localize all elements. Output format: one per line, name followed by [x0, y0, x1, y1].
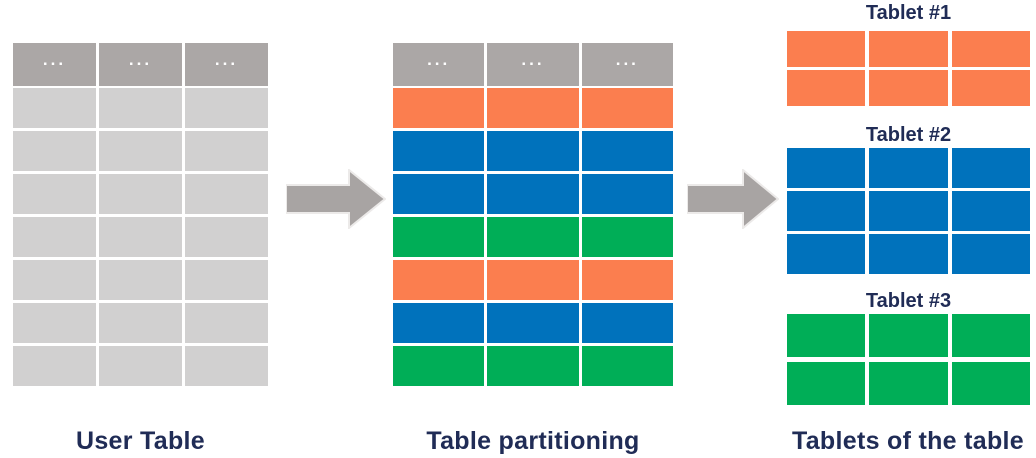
- row-cell: [487, 88, 579, 128]
- row-cell: [581, 303, 673, 343]
- tablet-cell: [951, 70, 1030, 106]
- tablet-cell: [787, 314, 866, 357]
- tablet-cell: [869, 314, 948, 357]
- partitioned-table-header: .........: [393, 43, 673, 86]
- row-cell: [393, 88, 485, 128]
- tablets-label: Tablets of the table: [792, 427, 1024, 455]
- row-cell: [487, 217, 579, 257]
- tablet-cell: [869, 148, 948, 188]
- row-cell: [99, 346, 182, 386]
- tablet-cell: [951, 362, 1030, 405]
- row-cell: [393, 217, 485, 257]
- tablet-cell: [787, 31, 866, 67]
- tablet-cell: [951, 234, 1030, 274]
- row-cell: [393, 346, 485, 386]
- row-cell: [393, 131, 485, 171]
- row-cell: [393, 174, 485, 214]
- tablet-cell: [869, 362, 948, 405]
- user-table-label: User Table: [76, 427, 205, 455]
- tablet-cell: [869, 31, 948, 67]
- header-cell: ...: [487, 43, 579, 86]
- row-cell: [487, 303, 579, 343]
- row-cell: [581, 131, 673, 171]
- row-cell: [487, 131, 579, 171]
- right-arrow-icon: [286, 169, 386, 229]
- header-cell: ...: [393, 43, 485, 86]
- partitioned-table-label: Table partitioning: [426, 427, 640, 455]
- partitioned-table-body: [393, 88, 673, 386]
- row-cell: [185, 174, 268, 214]
- row-cell: [13, 88, 96, 128]
- row-cell: [185, 260, 268, 300]
- row-cell: [99, 174, 182, 214]
- row-cell: [99, 88, 182, 128]
- header-cell: ...: [185, 43, 268, 86]
- row-cell: [185, 346, 268, 386]
- row-cell: [99, 303, 182, 343]
- row-cell: [13, 217, 96, 257]
- row-cell: [185, 217, 268, 257]
- tablet-3-grid: [787, 314, 1030, 405]
- header-cell: ...: [13, 43, 96, 86]
- row-cell: [99, 260, 182, 300]
- header-cell: ...: [581, 43, 673, 86]
- row-cell: [13, 346, 96, 386]
- tablet-cell: [951, 314, 1030, 357]
- tablet-cell: [951, 31, 1030, 67]
- tablet-cell: [787, 70, 866, 106]
- user-table: .........: [13, 43, 268, 386]
- user-table-header: .........: [13, 43, 268, 86]
- row-cell: [581, 217, 673, 257]
- row-cell: [393, 303, 485, 343]
- tablet-cell: [787, 234, 866, 274]
- row-cell: [487, 346, 579, 386]
- tablet-1-title: Tablet #1: [865, 2, 952, 24]
- row-cell: [185, 303, 268, 343]
- row-cell: [13, 303, 96, 343]
- tablet-2-grid: [787, 148, 1030, 274]
- tablet-3-title: Tablet #3: [865, 290, 952, 312]
- row-cell: [393, 260, 485, 300]
- tablet-1-grid: [787, 31, 1030, 106]
- tablet-2-title: Tablet #2: [865, 124, 952, 146]
- tablet-cell: [787, 191, 866, 231]
- row-cell: [185, 131, 268, 171]
- tablet-cell: [869, 70, 948, 106]
- row-cell: [99, 217, 182, 257]
- row-cell: [581, 174, 673, 214]
- tablet-cell: [951, 191, 1030, 231]
- row-cell: [581, 88, 673, 128]
- row-cell: [13, 131, 96, 171]
- user-table-body: [13, 88, 268, 386]
- tablet-cell: [869, 191, 948, 231]
- row-cell: [13, 174, 96, 214]
- tablet-cell: [869, 234, 948, 274]
- partitioned-table: .........: [393, 43, 673, 386]
- header-cell: ...: [99, 43, 182, 86]
- row-cell: [487, 260, 579, 300]
- row-cell: [185, 88, 268, 128]
- tablet-cell: [787, 148, 866, 188]
- tablet-cell: [787, 362, 866, 405]
- row-cell: [581, 346, 673, 386]
- right-arrow-icon: [687, 169, 779, 229]
- row-cell: [99, 131, 182, 171]
- row-cell: [13, 260, 96, 300]
- row-cell: [581, 260, 673, 300]
- row-cell: [487, 174, 579, 214]
- tablet-cell: [951, 148, 1030, 188]
